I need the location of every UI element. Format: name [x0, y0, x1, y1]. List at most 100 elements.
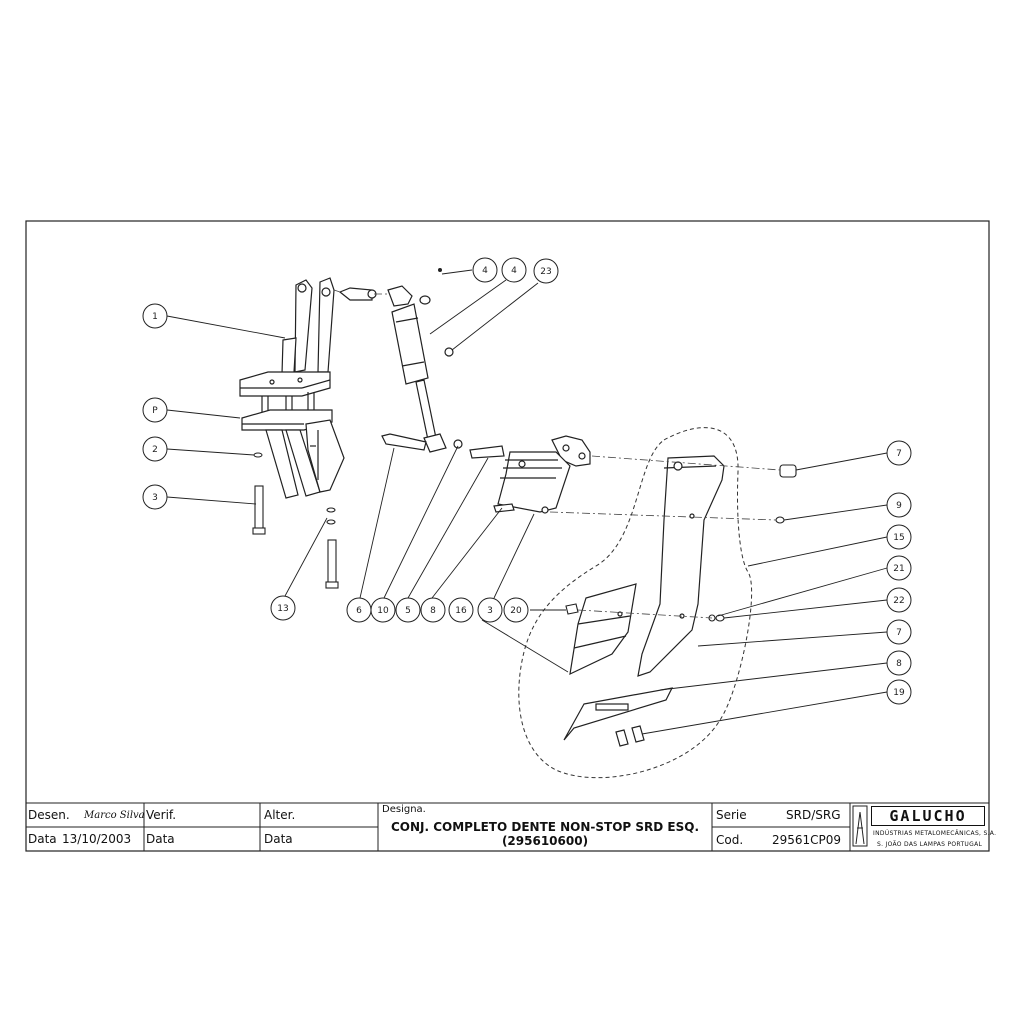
drawing-border — [25, 220, 990, 852]
date-value: 13/10/2003 — [62, 832, 132, 846]
verified-label: Verif. — [146, 808, 177, 822]
callout-circle — [886, 555, 912, 581]
date-label-2: Data — [146, 832, 175, 846]
callout-number: 21 — [893, 564, 904, 574]
callout-number: 2 — [152, 445, 158, 455]
callout-number: 1 — [152, 312, 158, 322]
callout-circle — [142, 484, 168, 510]
designation-label: Designa. — [382, 804, 426, 815]
callout-circle — [142, 303, 168, 329]
callout-number: 16 — [455, 606, 467, 616]
bolt-13 — [325, 507, 339, 589]
callout-number: 4 — [482, 266, 488, 276]
callout-number: 4 — [511, 266, 517, 276]
callout-15: 15 — [886, 524, 912, 550]
altered-label: Alter. — [264, 808, 296, 822]
series-value: SRD/SRG — [786, 808, 841, 822]
callout-circle — [886, 619, 912, 645]
bolt-3 — [252, 485, 266, 535]
date-label-3: Data — [264, 832, 293, 846]
callout-circle — [501, 257, 527, 283]
callout-1: 1 — [142, 303, 168, 329]
blade-mount — [493, 435, 591, 514]
share-group-boundary — [518, 427, 753, 779]
callout-4b: 4 — [501, 257, 527, 283]
callout-circle — [886, 440, 912, 466]
callout-number: P — [152, 406, 158, 416]
callout-13: 13 — [270, 595, 296, 621]
callout-number: 15 — [893, 533, 904, 543]
hydraulic-cylinder — [338, 285, 505, 459]
callout-circle — [886, 524, 912, 550]
callout-5: 5 — [395, 597, 421, 623]
callout-number: 3 — [152, 493, 158, 503]
callout-circle — [142, 436, 168, 462]
callout-8a: 8 — [420, 597, 446, 623]
callout-number: 13 — [277, 604, 288, 614]
callout-20: 20 — [503, 597, 529, 623]
bracket-assembly — [239, 277, 345, 499]
assembly-lines — [333, 289, 781, 619]
callout-circle — [477, 597, 503, 623]
callout-23: 23 — [533, 258, 559, 284]
callout-4a-dot — [438, 268, 442, 272]
callout-circle — [886, 587, 912, 613]
callout-8b: 8 — [886, 650, 912, 676]
drawing-title: CONJ. COMPLETO DENTE NON-STOP SRD ESQ. — [390, 820, 700, 834]
washer-2 — [253, 452, 263, 458]
drawn-by-signature: Marco Silva — [84, 810, 145, 821]
tine-blade — [637, 455, 725, 677]
callout-circle — [448, 597, 474, 623]
code-label: Cod. — [716, 833, 744, 847]
callout-number: 8 — [896, 659, 902, 669]
callout-circle — [270, 595, 296, 621]
company-logo: GALUCHO — [871, 806, 985, 826]
foot-share — [563, 687, 674, 747]
callout-circle — [886, 492, 912, 518]
callout-number: 23 — [540, 267, 551, 277]
hardware-right — [565, 464, 797, 622]
company-logo-mark — [852, 805, 868, 847]
callout-circle — [142, 397, 168, 423]
callout-number: 5 — [405, 606, 411, 616]
callout-3b: 3 — [477, 597, 503, 623]
callout-2: 2 — [142, 436, 168, 462]
title-block-grid — [26, 802, 989, 851]
callout-7b: 7 — [886, 619, 912, 645]
callout-21: 21 — [886, 555, 912, 581]
callout-3a: 3 — [142, 484, 168, 510]
callout-number: 3 — [487, 606, 493, 616]
series-label: Serie — [716, 808, 747, 822]
callout-number: 7 — [896, 449, 902, 459]
callout-circle — [886, 650, 912, 676]
callout-circle — [420, 597, 446, 623]
callout-number: 6 — [356, 606, 362, 616]
callout-circle — [503, 597, 529, 623]
date-label-1: Data — [28, 832, 57, 846]
callout-number: 22 — [893, 596, 904, 606]
callout-16: 16 — [448, 597, 474, 623]
callout-circle — [395, 597, 421, 623]
code-value: 29561CP09 — [772, 833, 842, 847]
callout-circle — [533, 258, 559, 284]
callout-circle — [472, 257, 498, 283]
wing-plate — [569, 583, 637, 676]
callout-22: 22 — [886, 587, 912, 613]
drawing-number: (295610600) — [501, 834, 589, 848]
company-address: S. JOÃO DAS LAMPAS PORTUGAL — [877, 841, 983, 848]
drawn-by-label: Desen. — [28, 808, 70, 822]
callout-9: 9 — [886, 492, 912, 518]
callout-number: 9 — [896, 501, 902, 511]
callout-4a: 4 — [472, 257, 498, 283]
callout-number: 8 — [430, 606, 436, 616]
callout-7a: 7 — [886, 440, 912, 466]
callout-6: 6 — [346, 597, 372, 623]
callout-circle — [370, 597, 396, 623]
callout-10: 10 — [370, 597, 396, 623]
callout-number: 7 — [896, 628, 902, 638]
callout-number: 19 — [893, 688, 905, 698]
company-name: INDÚSTRIAS METALOMECÂNICAS, S.A. — [873, 830, 997, 837]
callout-p: P — [142, 397, 168, 423]
